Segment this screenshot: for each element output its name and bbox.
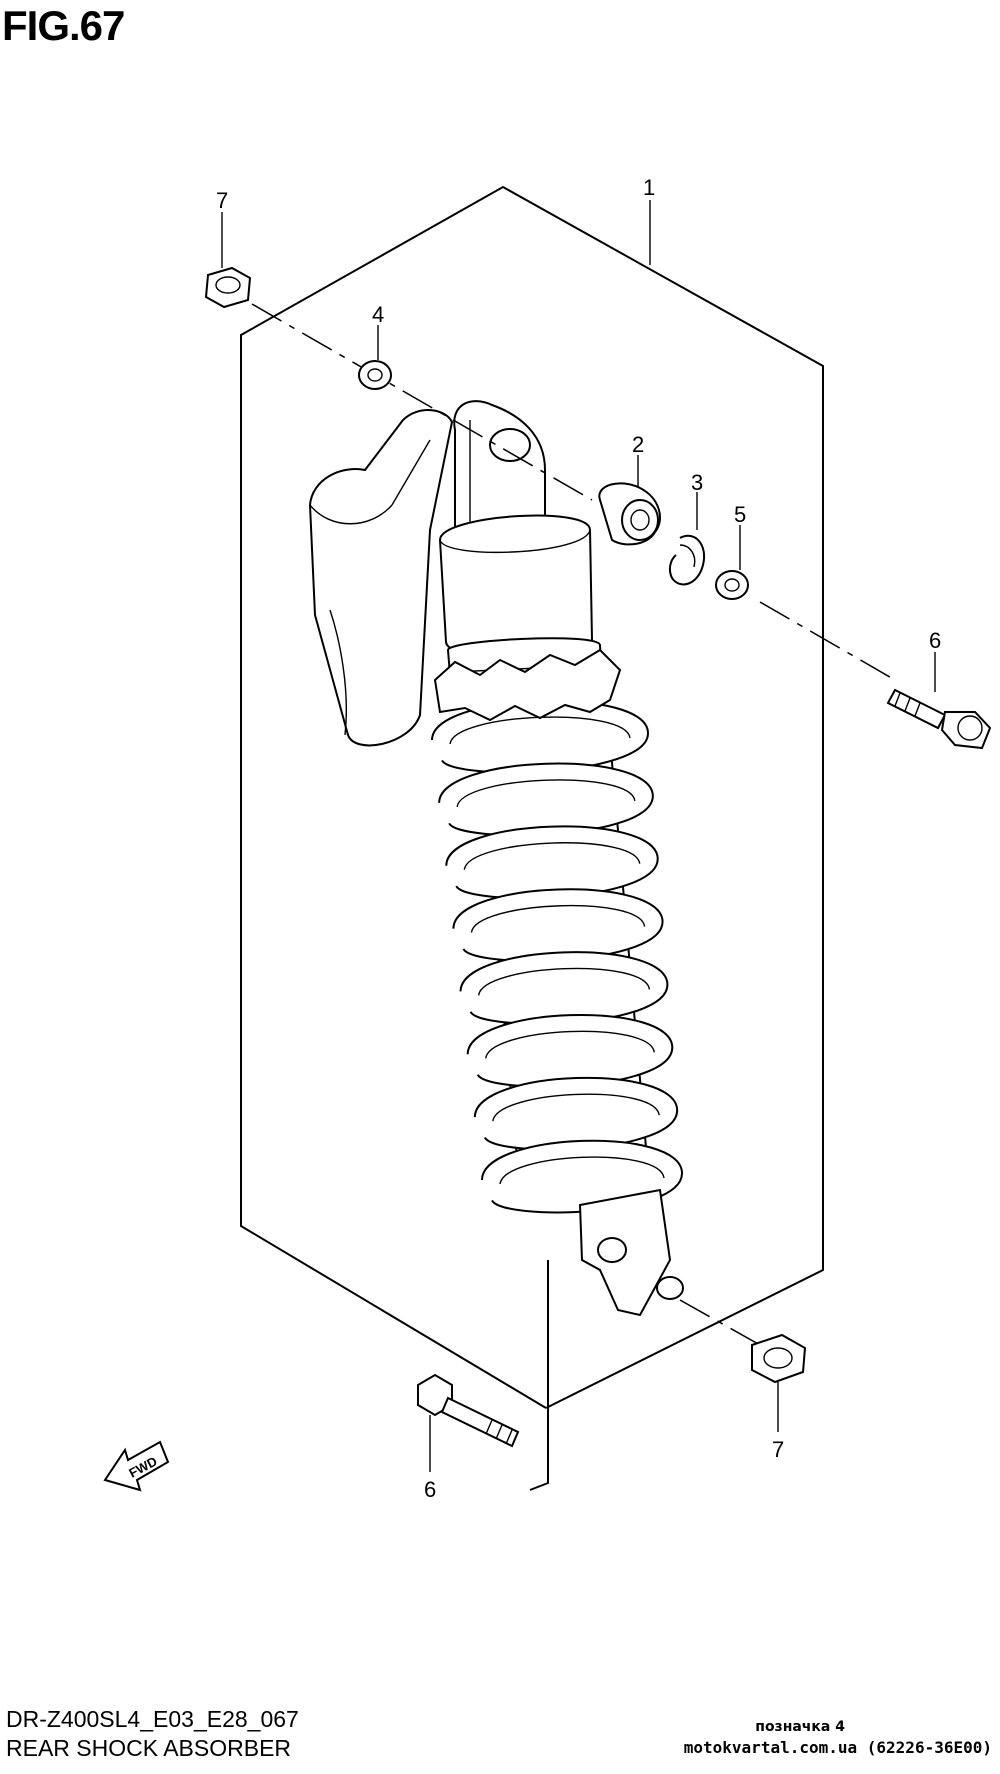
centerline-upper-right	[759, 601, 896, 681]
stamp-line-1: позначка 4	[755, 1719, 845, 1735]
callout-4: 4	[372, 302, 384, 327]
spring-coil-inner	[470, 904, 646, 933]
spring-coil-inner	[492, 1093, 660, 1122]
shock-reservoir	[308, 409, 454, 747]
assembly-outline	[240, 185, 824, 1409]
spring-coil	[466, 1014, 674, 1088]
callout-5: 5	[734, 502, 746, 527]
spring-coil-inner	[456, 779, 636, 808]
centerline-upper	[251, 303, 593, 501]
centerline-lower	[679, 1299, 761, 1346]
callout-6-bottom: 6	[424, 1477, 436, 1502]
spring-coil-inner	[499, 1156, 665, 1185]
part-2-bushing	[598, 482, 661, 546]
lower-clevis	[578, 1188, 684, 1317]
part-3-circlip	[668, 535, 706, 586]
leader-lines	[221, 200, 936, 1472]
spring-coil-inner	[477, 967, 651, 996]
part-7-nut-bottom	[751, 1333, 807, 1384]
callout-7-bottom: 7	[772, 1437, 784, 1462]
part-6-bolt-right	[886, 688, 992, 750]
callout-7-top: 7	[216, 188, 228, 213]
spring-coil-inner	[485, 1030, 655, 1059]
callout-6-right: 6	[929, 628, 941, 653]
spring-coil	[473, 1076, 679, 1151]
spring-adjuster	[433, 648, 622, 722]
spring-coil	[452, 888, 664, 962]
footer-section-name: REAR SHOCK ABSORBER	[6, 1735, 292, 1761]
part-5-washer	[715, 570, 749, 600]
spring-coil-inner	[463, 842, 641, 870]
part-6-bolt-bottom	[417, 1373, 520, 1448]
footer-model-code: DR-Z400SL4_E03_E28_067	[6, 1706, 299, 1732]
spring-coil	[438, 762, 654, 837]
callout-3: 3	[691, 470, 703, 495]
part-4-washer	[358, 360, 392, 390]
part-7-nut-top	[204, 266, 252, 309]
callout-1: 1	[643, 175, 655, 200]
fwd-arrow: FWD	[103, 1440, 170, 1492]
assembly-outline-gap	[529, 1260, 549, 1491]
spring-coil	[445, 825, 659, 900]
figure-title: FIG.67	[2, 2, 125, 49]
spring	[431, 699, 684, 1214]
stamp-line-2: motokvartal.com.ua (62226-36E00)	[683, 1738, 992, 1757]
callout-2: 2	[632, 432, 644, 457]
spring-coil	[459, 951, 669, 1025]
